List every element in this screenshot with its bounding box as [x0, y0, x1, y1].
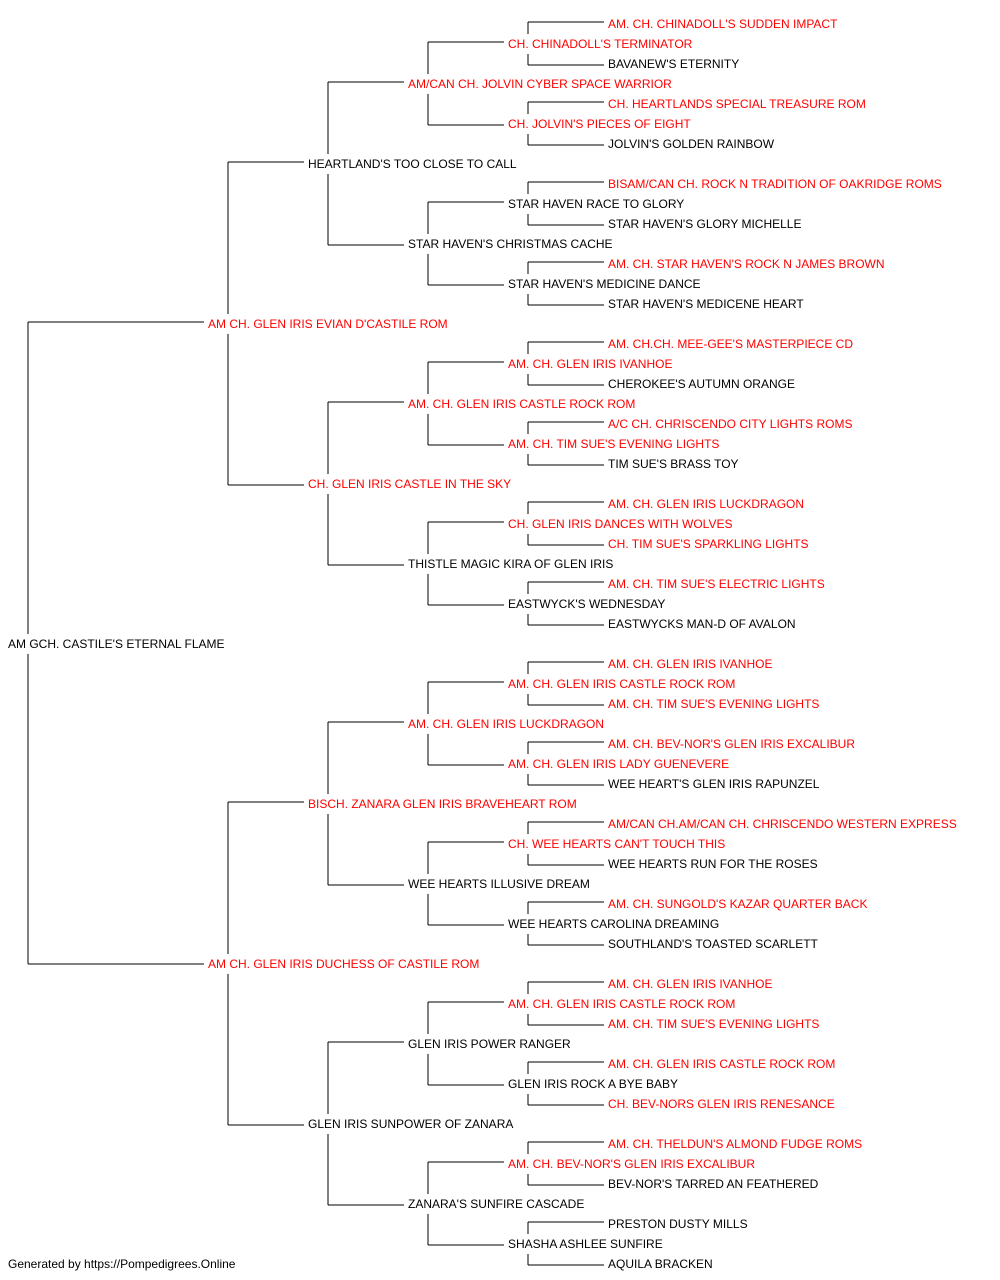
ancestor-gen4: AM. CH. GLEN IRIS CASTLE ROCK ROM	[508, 997, 736, 1011]
ancestor-gen5: EASTWYCKS MAN-D OF AVALON	[608, 617, 796, 631]
ancestor-gen4: CH. JOLVIN'S PIECES OF EIGHT	[508, 117, 691, 131]
ancestor-gen5: BAVANEW'S ETERNITY	[608, 57, 740, 71]
ancestor-gen5: AM. CH. GLEN IRIS IVANHOE	[608, 977, 773, 991]
ancestor-gen5: AM. CH. THELDUN'S ALMOND FUDGE ROMS	[608, 1137, 863, 1151]
ancestor-gen5: TIM SUE'S BRASS TOY	[608, 457, 739, 471]
footer-credit: Generated by https://Pompedigrees.Online	[8, 1257, 236, 1271]
ancestor-gen5: AM. CH. GLEN IRIS CASTLE ROCK ROM	[608, 1057, 836, 1071]
ancestor-gen5: CH. BEV-NORS GLEN IRIS RENESANCE	[608, 1097, 835, 1111]
ancestor-gen5: JOLVIN'S GOLDEN RAINBOW	[608, 137, 775, 151]
ancestor-gen5: CH. TIM SUE'S SPARKLING LIGHTS	[608, 537, 809, 551]
ancestor-gen5: AM/CAN CH.AM/CAN CH. CHRISCENDO WESTERN …	[608, 817, 957, 831]
ancestor-gen2: BISCH. ZANARA GLEN IRIS BRAVEHEART ROM	[308, 797, 577, 811]
ancestor-gen2: GLEN IRIS SUNPOWER OF ZANARA	[308, 1117, 514, 1131]
ancestor-gen4: SHASHA ASHLEE SUNFIRE	[508, 1237, 663, 1251]
ancestor-gen3: AM/CAN CH. JOLVIN CYBER SPACE WARRIOR	[408, 77, 672, 91]
ancestor-gen5: BISAM/CAN CH. ROCK N TRADITION OF OAKRID…	[608, 177, 942, 191]
ancestor-gen4: STAR HAVEN'S MEDICINE DANCE	[508, 277, 701, 291]
ancestor-gen5: AM. CH. SUNGOLD'S KAZAR QUARTER BACK	[608, 897, 868, 911]
ancestor-gen5: AM. CH. TIM SUE'S ELECTRIC LIGHTS	[608, 577, 825, 591]
sire-name: AM CH. GLEN IRIS EVIAN D'CASTILE ROM	[208, 317, 448, 331]
ancestor-gen5: PRESTON DUSTY MILLS	[608, 1217, 748, 1231]
ancestor-gen3: AM. CH. GLEN IRIS CASTLE ROCK ROM	[408, 397, 636, 411]
ancestor-gen5: SOUTHLAND'S TOASTED SCARLETT	[608, 937, 818, 951]
ancestor-gen5: WEE HEART'S GLEN IRIS RAPUNZEL	[608, 777, 820, 791]
ancestor-gen4: CH. WEE HEARTS CAN'T TOUCH THIS	[508, 837, 726, 851]
ancestor-gen5: CH. HEARTLANDS SPECIAL TREASURE ROM	[608, 97, 866, 111]
ancestor-gen5: AM. CH. GLEN IRIS LUCKDRAGON	[608, 497, 805, 511]
ancestor-gen3: WEE HEARTS ILLUSIVE DREAM	[408, 877, 590, 891]
ancestor-gen3: ZANARA'S SUNFIRE CASCADE	[408, 1197, 585, 1211]
ancestor-gen4: AM. CH. GLEN IRIS LADY GUENEVERE	[508, 757, 730, 771]
ancestor-gen5: A/C CH. CHRISCENDO CITY LIGHTS ROMS	[608, 417, 853, 431]
ancestor-gen5: AM. CH.CH. MEE-GEE'S MASTERPIECE CD	[608, 337, 853, 351]
ancestor-gen5: AM. CH. TIM SUE'S EVENING LIGHTS	[608, 697, 820, 711]
ancestor-gen4: GLEN IRIS ROCK A BYE BABY	[508, 1077, 679, 1091]
dam-name: AM CH. GLEN IRIS DUCHESS OF CASTILE ROM	[208, 957, 480, 971]
ancestor-gen4: CH. CHINADOLL'S TERMINATOR	[508, 37, 693, 51]
ancestor-gen4: CH. GLEN IRIS DANCES WITH WOLVES	[508, 517, 733, 531]
ancestor-gen2: CH. GLEN IRIS CASTLE IN THE SKY	[308, 477, 512, 491]
ancestor-gen5: AM. CH. TIM SUE'S EVENING LIGHTS	[608, 1017, 820, 1031]
ancestor-gen5: AM. CH. CHINADOLL'S SUDDEN IMPACT	[608, 17, 838, 31]
ancestor-gen4: AM. CH. TIM SUE'S EVENING LIGHTS	[508, 437, 720, 451]
ancestor-gen4: EASTWYCK'S WEDNESDAY	[508, 597, 666, 611]
ancestor-gen5: STAR HAVEN'S GLORY MICHELLE	[608, 217, 802, 231]
ancestor-gen5: AM. CH. GLEN IRIS IVANHOE	[608, 657, 773, 671]
ancestor-gen5: AM. CH. STAR HAVEN'S ROCK N JAMES BROWN	[608, 257, 885, 271]
ancestor-gen5: WEE HEARTS RUN FOR THE ROSES	[608, 857, 818, 871]
ancestor-gen5: AM. CH. BEV-NOR'S GLEN IRIS EXCALIBUR	[608, 737, 856, 751]
ancestor-gen4: AM. CH. BEV-NOR'S GLEN IRIS EXCALIBUR	[508, 1157, 756, 1171]
ancestor-gen4: AM. CH. GLEN IRIS CASTLE ROCK ROM	[508, 677, 736, 691]
ancestor-gen5: STAR HAVEN'S MEDICENE HEART	[608, 297, 804, 311]
ancestor-gen5: AQUILA BRACKEN	[608, 1257, 713, 1271]
ancestor-gen5: CHEROKEE'S AUTUMN ORANGE	[608, 377, 795, 391]
ancestor-gen3: STAR HAVEN'S CHRISTMAS CACHE	[408, 237, 613, 251]
ancestor-gen3: GLEN IRIS POWER RANGER	[408, 1037, 571, 1051]
ancestor-gen3: THISTLE MAGIC KIRA OF GLEN IRIS	[408, 557, 614, 571]
ancestor-gen4: STAR HAVEN RACE TO GLORY	[508, 197, 685, 211]
subject-name: AM GCH. CASTILE'S ETERNAL FLAME	[8, 637, 225, 651]
ancestor-gen4: AM. CH. GLEN IRIS IVANHOE	[508, 357, 673, 371]
ancestor-gen2: HEARTLAND'S TOO CLOSE TO CALL	[308, 157, 517, 171]
ancestor-gen5: BEV-NOR'S TARRED AN FEATHERED	[608, 1177, 819, 1191]
ancestor-gen3: AM. CH. GLEN IRIS LUCKDRAGON	[408, 717, 605, 731]
ancestor-gen4: WEE HEARTS CAROLINA DREAMING	[508, 917, 720, 931]
